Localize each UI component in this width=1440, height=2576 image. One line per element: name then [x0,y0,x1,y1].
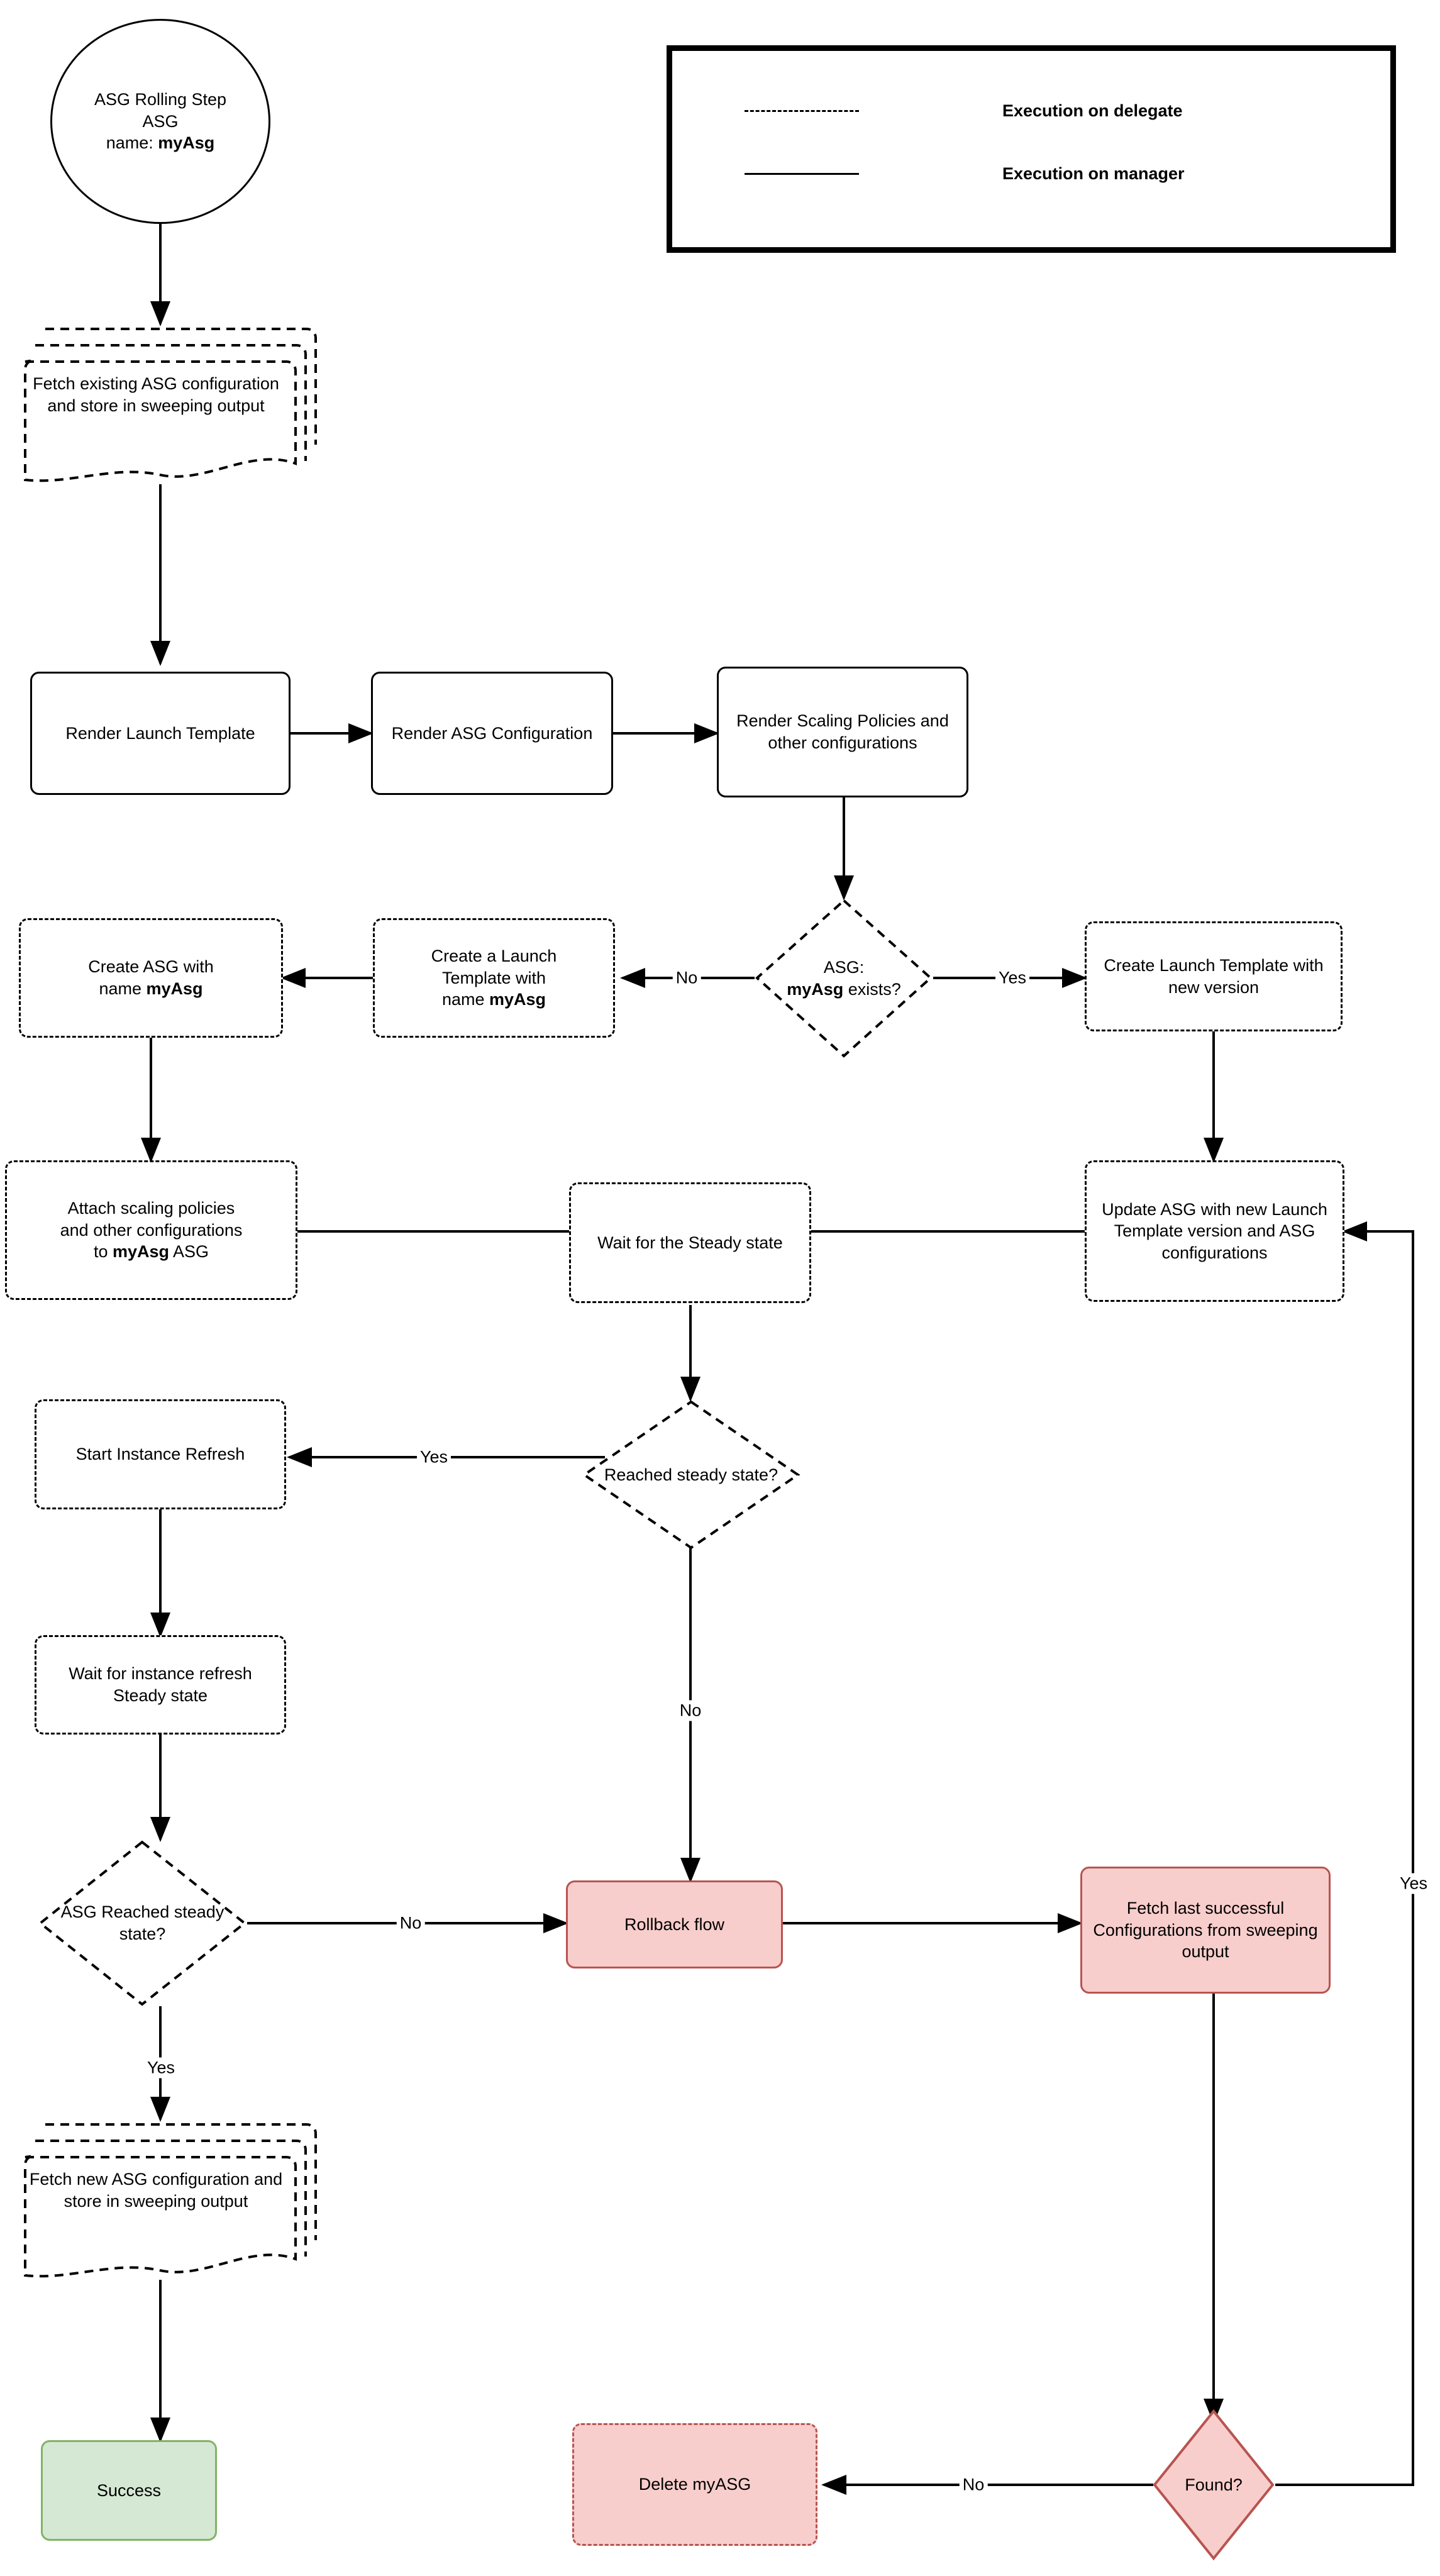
node-start-instance-refresh[interactable]: Start Instance Refresh [35,1399,286,1509]
diamond-shape-icon [1153,2409,1275,2561]
node-decision-reached-steady-state-label: Reached steady state? [604,1465,778,1484]
edge-label-found-no: No [959,2474,988,2496]
node-fetch-existing-asg-config[interactable]: Fetch existing ASG configuration and sto… [13,324,321,487]
node-wait-steady-state-label: Wait for the Steady state [597,1233,783,1252]
node-create-asg-label: Create ASG with name myAsg [21,956,281,999]
node-render-scaling-policies[interactable]: Render Scaling Policies and other config… [717,667,968,797]
node-update-asg[interactable]: Update ASG with new Launch Template vers… [1085,1160,1344,1302]
create-a-lt-line1: Create a Launch [431,947,557,966]
node-success-label: Success [96,2480,162,2500]
diamond-shape-icon [755,899,933,1058]
node-update-asg-label: Update ASG with new Launch Template vers… [1102,1199,1327,1262]
create-a-lt-line3-bold: myAsg [489,990,546,1009]
node-delete-myasg-label: Delete myASG [638,2475,751,2494]
node-attach-scaling-policies-label: Attach scaling policies and other config… [7,1197,296,1263]
legend-row-manager: Execution on manager [745,164,1185,184]
edge-label-asg-reached-no: No [396,1913,425,1934]
node-delete-myasg[interactable]: Delete myASG [572,2423,817,2546]
edge-label-found-yes: Yes [1396,1873,1431,1894]
node-decision-reached-steady-state[interactable]: Reached steady state? [582,1399,800,1550]
node-rollback-flow[interactable]: Rollback flow [566,1880,783,1968]
node-start-line3-bold: myAsg [158,133,215,153]
node-fetch-new-asg-config-label: Fetch new ASG configuration and store in… [29,2170,283,2211]
asg-exists-line1: ASG: [823,957,865,977]
node-start-line3-prefix: name: [106,133,158,153]
node-fetch-existing-asg-config-label: Fetch existing ASG configuration and sto… [33,374,279,415]
node-create-launch-template-new-version[interactable]: Create Launch Template with new version [1085,921,1343,1031]
edge-label-asg-reached-yes: Yes [143,2057,179,2079]
node-rollback-flow-label: Rollback flow [624,1914,725,1934]
node-decision-found-label: Found? [1185,2475,1243,2494]
attach-line3-bold: myAsg [112,1242,170,1262]
create-asg-line2-prefix: name [99,979,147,998]
attach-line2: and other configurations [60,1220,243,1240]
attach-line3-suffix: ASG [169,1242,209,1262]
create-a-lt-line3-prefix: name [441,990,489,1009]
node-wait-instance-refresh[interactable]: Wait for instance refresh Steady state [35,1635,286,1735]
node-render-scaling-policies-label: Render Scaling Policies and other config… [736,711,949,752]
node-fetch-last-successful-configs[interactable]: Fetch last successful Configurations fro… [1080,1867,1331,1994]
node-start[interactable]: ASG Rolling Step ASG name: myAsg [50,19,270,224]
legend-box: Execution on delegate Execution on manag… [667,45,1396,253]
legend-label-delegate: Execution on delegate [1002,101,1183,120]
attach-line3-prefix: to [93,1242,113,1262]
edge-label-reached-steady-yes: Yes [416,1446,451,1468]
node-decision-found[interactable]: Found? [1152,2409,1275,2561]
node-decision-asg-exists[interactable]: ASG: myAsg exists? [755,898,933,1058]
asg-exists-bold: myAsg [787,979,844,999]
create-asg-line1: Create ASG with [88,957,214,977]
node-fetch-last-successful-configs-label: Fetch last successful Configurations fro… [1093,1899,1318,1962]
legend-label-manager: Execution on manager [1002,164,1185,183]
node-create-a-launch-template[interactable]: Create a Launch Template with name myAsg [373,918,615,1038]
node-render-asg-configuration[interactable]: Render ASG Configuration [371,672,613,795]
node-attach-scaling-policies[interactable]: Attach scaling policies and other config… [5,1160,297,1300]
node-start-text: ASG Rolling Step ASG name: myAsg [52,89,269,154]
node-start-instance-refresh-label: Start Instance Refresh [75,1445,245,1464]
node-decision-asg-reached-steady-state[interactable]: ASG Reached steady state? [38,1840,247,2007]
create-asg-line2-bold: myAsg [146,979,203,998]
node-wait-steady-state[interactable]: Wait for the Steady state [569,1182,811,1303]
node-render-asg-configuration-label: Render ASG Configuration [391,723,593,743]
node-start-line2: ASG [142,111,179,131]
asg-exists-rest: exists? [843,979,901,999]
node-render-launch-template-label: Render Launch Template [65,723,255,743]
node-success[interactable]: Success [41,2440,217,2541]
node-create-a-launch-template-label: Create a Launch Template with name myAsg [375,945,613,1011]
node-wait-instance-refresh-label: Wait for instance refresh Steady state [69,1664,252,1705]
node-start-line1: ASG Rolling Step [94,90,227,109]
node-decision-asg-reached-steady-state-label: ASG Reached steady state? [60,1902,224,1943]
multi-document-shape-icon [24,328,317,482]
node-fetch-new-asg-config[interactable]: Fetch new ASG configuration and store in… [13,2119,321,2283]
legend-line-solid [745,173,859,175]
node-create-asg[interactable]: Create ASG with name myAsg [19,918,283,1038]
node-decision-asg-exists-label: ASG: myAsg exists? [755,957,933,1000]
edge-label-reached-steady-no: No [676,1700,705,1721]
multi-document-shape-icon [24,2123,317,2278]
node-render-launch-template[interactable]: Render Launch Template [30,672,291,795]
legend-line-dashed [745,110,859,112]
create-a-lt-line2: Template with [441,968,546,987]
edge-label-asg-exists-yes: Yes [995,967,1030,989]
legend-row-delegate: Execution on delegate [745,101,1183,121]
diamond-shape-icon [582,1400,800,1550]
edge-label-asg-exists-no: No [672,967,701,989]
attach-line1: Attach scaling policies [67,1199,235,1218]
diamond-shape-icon [38,1840,247,2006]
node-create-launch-template-new-version-label: Create Launch Template with new version [1104,955,1324,997]
